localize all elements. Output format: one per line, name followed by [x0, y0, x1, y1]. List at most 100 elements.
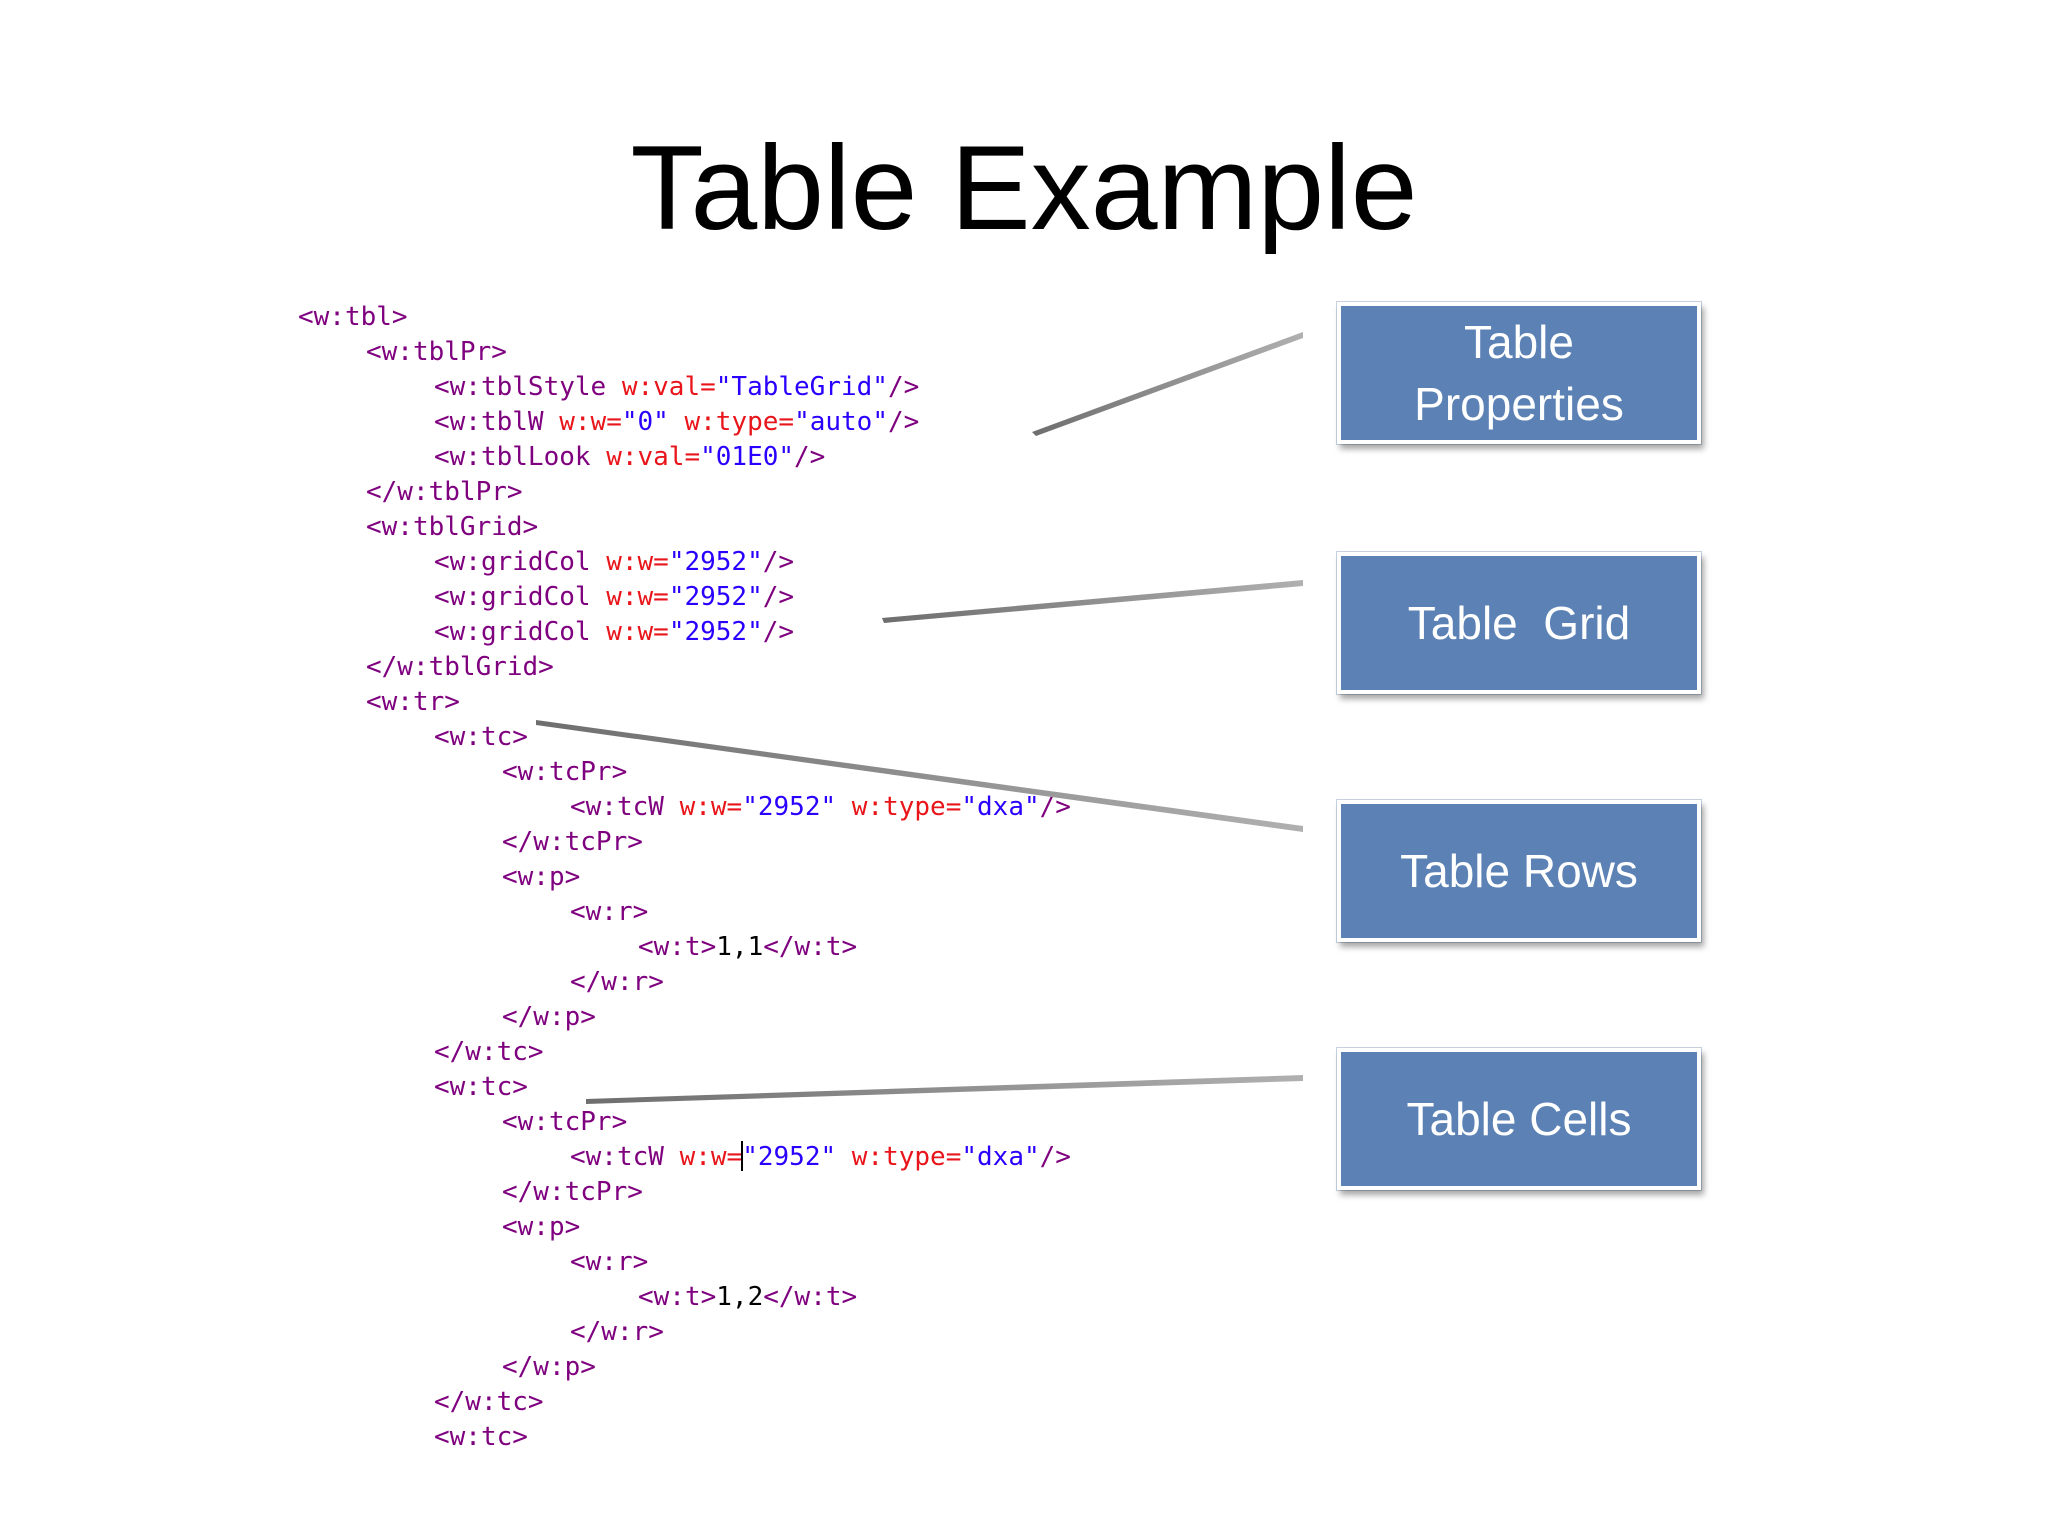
code-line: <w:tcW w:w="2952" w:type="dxa"/> — [570, 790, 1071, 825]
callout-table-cells: Table Cells — [1337, 1048, 1701, 1190]
code-line: <w:tblLook w:val="01E0"/> — [434, 440, 825, 475]
code-line: <w:tblW w:w="0" w:type="auto"/> — [434, 405, 919, 440]
code-token-tag: </w:tc> — [434, 1037, 544, 1067]
code-token-tag: <w:tblGrid> — [366, 512, 539, 542]
code-token-tag: <w:tc> — [434, 722, 528, 752]
code-token-tag: /> — [794, 442, 826, 472]
code-token-tag: <w:gridCol — [434, 617, 607, 647]
code-token-tag: </w:t> — [763, 1282, 858, 1312]
code-token-tag: /> — [762, 617, 795, 647]
code-token-val: "auto" — [794, 407, 888, 437]
code-token-tag: </w:tcPr> — [502, 1177, 643, 1207]
code-token-tag: /> — [762, 547, 795, 577]
code-token-tag: <w:tr> — [366, 687, 460, 717]
text-caret — [741, 1141, 744, 1171]
code-token-tag: <w:tcW — [570, 792, 680, 822]
code-line: </w:tblPr> — [366, 475, 523, 510]
callout-table-grid: Table Grid — [1337, 552, 1701, 694]
code-line: <w:tc> — [434, 1420, 528, 1455]
code-token-tag: <w:p> — [502, 862, 581, 892]
code-line: <w:gridCol w:w="2952"/> — [434, 615, 794, 650]
code-token-tag: /> — [762, 582, 795, 612]
code-line: <w:tbl> — [298, 300, 408, 335]
callout-label: Table Cells — [1406, 1092, 1632, 1145]
code-token-val: "2952" — [668, 617, 763, 647]
code-line: <w:tcPr> — [502, 755, 627, 790]
code-token-tag: <w:tblPr> — [366, 337, 507, 367]
code-line: <w:t>1,2</w:t> — [638, 1280, 857, 1315]
code-token-attr: w:w= — [606, 547, 669, 577]
code-token-val: "2952" — [742, 1142, 852, 1172]
code-token-tag: </w:t> — [763, 932, 858, 962]
callout-label: Table Grid — [1407, 596, 1631, 649]
code-token-tag: </w:tc> — [434, 1387, 544, 1417]
code-token-val: "dxa" — [961, 792, 1040, 822]
code-token-val: "2952" — [668, 547, 763, 577]
code-line: <w:tblGrid> — [366, 510, 538, 545]
code-token-val: "2952" — [742, 792, 852, 822]
code-token-attr: w:type= — [851, 1142, 962, 1172]
code-line: <w:gridCol w:w="2952"/> — [434, 545, 794, 580]
code-line: </w:tcPr> — [502, 1175, 643, 1210]
code-token-attr: w:w= — [606, 617, 669, 647]
code-token-val: "0" — [621, 407, 685, 437]
code-line: <w:tblPr> — [366, 335, 507, 370]
code-token-val: "dxa" — [961, 1142, 1040, 1172]
code-token-val: "01E0" — [700, 442, 795, 472]
code-line: <w:tc> — [434, 720, 528, 755]
code-line: <w:gridCol w:w="2952"/> — [434, 580, 794, 615]
callout-table-properties: Table Properties — [1337, 302, 1701, 444]
code-token-tag: /> — [887, 372, 920, 402]
code-token-tag: <w:tcW — [570, 1142, 680, 1172]
callout-label: Table Rows — [1400, 844, 1638, 897]
code-token-attr: w:w= — [679, 792, 743, 822]
code-token-tag: <w:tcPr> — [502, 1107, 628, 1137]
code-line: <w:r> — [570, 1245, 648, 1280]
code-line: <w:tcW w:w="2952" w:type="dxa"/> — [570, 1140, 1071, 1175]
code-token-tag: <w:t> — [638, 1282, 717, 1312]
code-token-tag: <w:tcPr> — [502, 757, 628, 787]
code-token-tag: <w:gridCol — [434, 547, 607, 577]
code-line: </w:tc> — [434, 1035, 544, 1070]
code-token-tag: </w:r> — [570, 1317, 664, 1347]
code-token-tag: </w:tblGrid> — [366, 652, 554, 682]
code-token-tag: /> — [1039, 1142, 1071, 1172]
code-token-tag: </w:tcPr> — [502, 827, 643, 857]
code-token-tag: <w:tblW — [434, 407, 560, 437]
code-token-attr: w:w= — [559, 407, 622, 437]
code-token-tag: <w:r> — [570, 897, 649, 927]
code-line: <w:p> — [502, 860, 580, 895]
code-line: <w:tc> — [434, 1070, 528, 1105]
code-token-tag: </w:r> — [570, 967, 664, 997]
code-line: <w:tr> — [366, 685, 460, 720]
xml-code-listing: <w:tbl><w:tblPr><w:tblStyle w:val="Table… — [298, 300, 1198, 1480]
callout-table-rows: Table Rows — [1337, 800, 1701, 942]
code-line: <w:tblStyle w:val="TableGrid"/> — [434, 370, 919, 405]
code-token-tag: <w:r> — [570, 1247, 649, 1277]
code-token-tag: <w:tblStyle — [434, 372, 622, 402]
code-token-attr: w:w= — [679, 1142, 743, 1172]
code-token-txt: 1,2 — [716, 1282, 764, 1312]
code-token-tag: /> — [887, 407, 920, 437]
code-line: </w:p> — [502, 1350, 596, 1385]
code-token-tag: <w:tblLook — [434, 442, 607, 472]
code-token-tag: <w:tc> — [434, 1072, 528, 1102]
code-line: <w:r> — [570, 895, 648, 930]
code-token-attr: w:type= — [851, 792, 962, 822]
code-token-attr: w:val= — [621, 372, 716, 402]
code-token-val: "TableGrid" — [715, 372, 888, 402]
code-token-tag: </w:p> — [502, 1352, 596, 1382]
code-line: </w:tcPr> — [502, 825, 643, 860]
code-line: </w:r> — [570, 1315, 664, 1350]
code-token-tag: <w:tc> — [434, 1422, 528, 1452]
code-line: <w:p> — [502, 1210, 580, 1245]
code-token-tag: <w:gridCol — [434, 582, 607, 612]
code-line: </w:tc> — [434, 1385, 544, 1420]
code-line: <w:t>1,1</w:t> — [638, 930, 857, 965]
code-token-tag: </w:tblPr> — [366, 477, 523, 507]
callout-label: Table Properties — [1414, 315, 1624, 430]
code-token-tag: </w:p> — [502, 1002, 596, 1032]
code-token-tag: <w:p> — [502, 1212, 581, 1242]
code-token-attr: w:val= — [606, 442, 701, 472]
